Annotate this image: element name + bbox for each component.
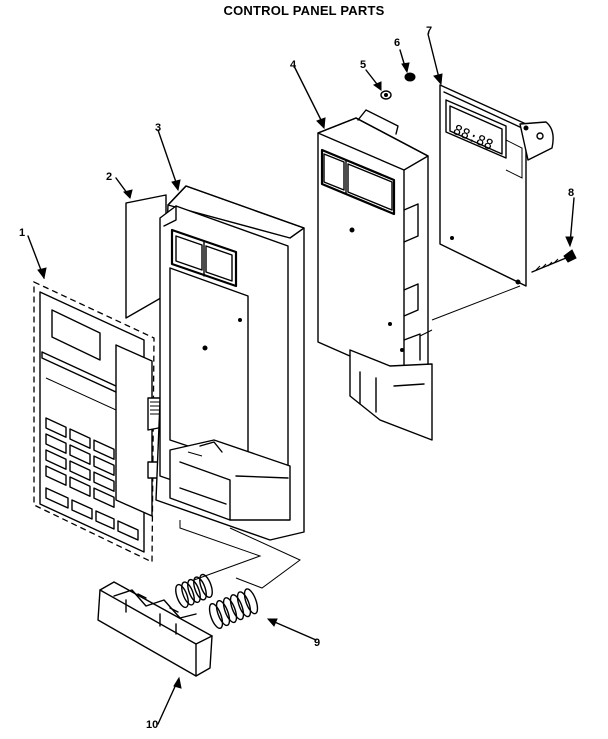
part-4-control-bracket: 4	[290, 59, 433, 441]
part-7-number: 7	[426, 25, 432, 37]
part-9-springs: 9	[175, 573, 320, 649]
keypad-key	[69, 476, 91, 497]
spring-coil	[199, 573, 213, 599]
part-3-number: 3	[155, 122, 161, 134]
keypad-key	[45, 433, 67, 454]
keypad-key	[93, 487, 115, 508]
part-5-number: 5	[360, 59, 366, 71]
part-6-screw: 6	[394, 37, 416, 82]
part-9-number: 9	[314, 637, 320, 649]
part-3-control-panel-frame: 3	[155, 122, 305, 541]
part-10-number: 10	[146, 719, 158, 731]
keypad-key	[69, 460, 91, 481]
part-8-screw: 8	[531, 187, 577, 273]
assembly-lines	[179, 285, 521, 589]
spring-coil	[193, 576, 207, 601]
spring-coil	[181, 581, 195, 606]
part-7-control-board: 88:88 7	[426, 25, 554, 287]
spring-coil	[175, 583, 189, 609]
diagram-title: CONTROL PANEL PARTS	[223, 3, 385, 18]
spring-coil	[215, 600, 231, 627]
keypad-key	[93, 439, 115, 460]
spring-coil	[187, 578, 201, 604]
spring-coil	[236, 591, 252, 618]
keypad-key	[45, 465, 67, 486]
spring-coil	[243, 588, 259, 615]
keypad-key	[93, 471, 115, 492]
keypad-key	[45, 417, 67, 438]
part-2-number: 2	[106, 171, 112, 183]
part-5-washer: 5	[360, 59, 392, 100]
part-10-door-release-button: 10	[97, 581, 213, 731]
part-1-arrowhead	[37, 267, 47, 280]
spring-coil	[222, 597, 238, 624]
part-1-number: 1	[19, 227, 25, 239]
keypad-key	[69, 444, 91, 465]
spring-coil	[229, 594, 245, 621]
part-6-number: 6	[394, 37, 400, 49]
spring-coil	[208, 602, 224, 630]
part-8-number: 8	[568, 187, 574, 199]
keypad-key	[93, 455, 115, 476]
part-2-window: 2	[106, 171, 167, 319]
keypad-key	[45, 449, 67, 470]
keypad-key	[69, 428, 91, 449]
part-4-number: 4	[290, 59, 297, 71]
